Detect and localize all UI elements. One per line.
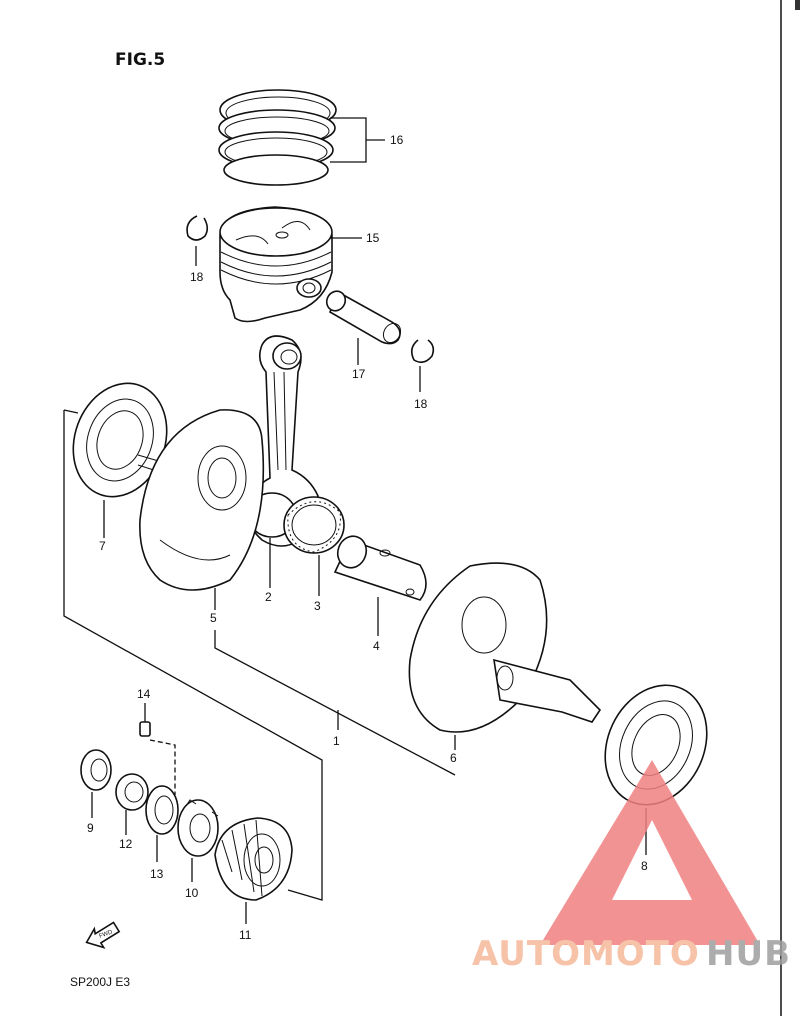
bracket-1-left	[63, 410, 323, 901]
callout-13: 13	[150, 867, 164, 881]
crank-pin-part	[333, 535, 427, 601]
watermark-triangle	[540, 760, 760, 945]
callout-17: 17	[352, 367, 366, 381]
callout-6: 6	[450, 751, 457, 765]
callout-15: 15	[366, 231, 380, 245]
leader-16	[330, 117, 385, 163]
oil-seal-part	[80, 749, 112, 791]
drive-gear-part	[177, 799, 219, 857]
callout-18-right: 18	[414, 397, 428, 411]
crank-wheel-left-part	[139, 409, 265, 591]
callout-3: 3	[314, 599, 321, 613]
callout-18-left: 18	[190, 270, 204, 284]
key-guide	[149, 739, 176, 795]
callout-14: 14	[137, 687, 151, 701]
callout-4: 4	[373, 639, 380, 653]
figure-title: FIG.5	[115, 50, 165, 70]
watermark-text-a: AUTOMOTO	[472, 934, 700, 974]
callout-9: 9	[87, 821, 94, 835]
callout-7: 7	[99, 539, 106, 553]
crank-wheel-right-part	[408, 562, 602, 733]
corner-mark	[795, 0, 800, 10]
piston-part	[219, 206, 333, 323]
callout-16: 16	[390, 133, 404, 147]
main-bearing-left-part	[72, 382, 168, 498]
callout-11: 11	[239, 928, 252, 942]
callout-5: 5	[210, 611, 217, 625]
callout-8: 8	[641, 859, 648, 873]
callout-2: 2	[265, 590, 272, 604]
model-code: SP200J E3	[70, 975, 130, 989]
helical-gear-part	[214, 817, 293, 901]
piston-pin-part	[325, 290, 402, 345]
callout-10: 10	[185, 886, 199, 900]
watermark-text-b: HUB	[706, 934, 791, 974]
callout-1: 1	[333, 734, 340, 748]
automotohub-watermark: AUTOMOTO HUB	[472, 760, 791, 974]
fwd-label: FWD	[98, 929, 114, 940]
key-part	[139, 721, 151, 737]
bracket-1-right	[214, 630, 456, 776]
main-bearing-right-part	[604, 684, 708, 806]
callout-12: 12	[119, 837, 133, 851]
needle-bearing-part	[283, 496, 345, 554]
spacer-part	[115, 773, 149, 811]
bracket-1-top	[63, 409, 79, 414]
fwd-arrow: FWD	[85, 921, 121, 949]
circlip-right-part	[410, 339, 435, 364]
circlip-left-part	[186, 215, 209, 241]
washer-part	[145, 785, 179, 835]
piston-rings-part	[218, 89, 337, 186]
